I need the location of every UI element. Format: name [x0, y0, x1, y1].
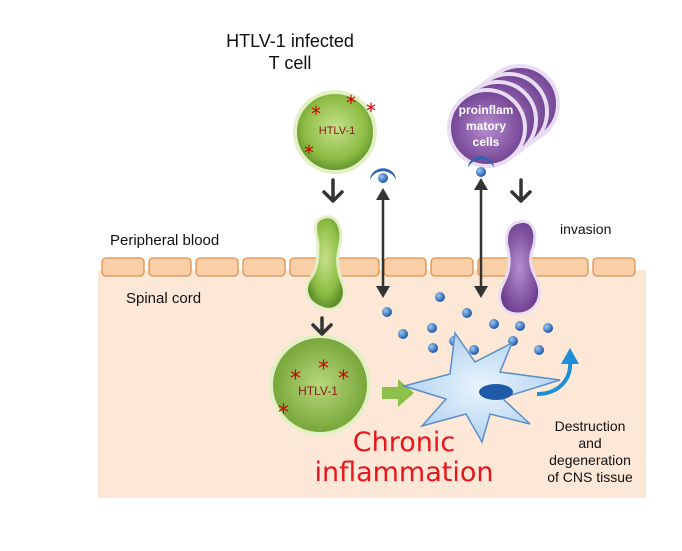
- svg-text:*: *: [318, 357, 329, 382]
- infected-t-cell-title: HTLV-1 infected T cell: [200, 30, 380, 74]
- infected-cell-bottom: HTLV-1 ** **: [269, 334, 371, 436]
- double-headed-arrow-icon: [381, 186, 483, 290]
- destruction-line-4: of CNS tissue: [547, 469, 633, 485]
- infected-title-line-2: T cell: [268, 53, 312, 73]
- transmigrating-infected-cell: [305, 215, 346, 311]
- htlv-label-bottom: HTLV-1: [298, 384, 338, 398]
- endothelium-layer: [101, 257, 636, 277]
- svg-text:*: *: [311, 102, 321, 126]
- invading-inflammatory-cell: [498, 219, 542, 316]
- asterisk-icon: ** **: [278, 357, 349, 426]
- destruction-line-1: Destruction: [554, 418, 626, 434]
- infected-title-line-1: HTLV-1 infected: [226, 31, 354, 51]
- destruction-label: Destruction and degeneration of CNS tiss…: [530, 418, 650, 486]
- spinal-cord-label: Spinal cord: [126, 290, 202, 307]
- asterisk-icon: * * * *: [304, 91, 376, 165]
- proinflammatory-cells: proinflam matory cells: [447, 64, 560, 168]
- htlv-label-top: HTLV-1: [319, 125, 355, 137]
- proinflammatory-label-3: cells: [473, 135, 500, 149]
- chronic-line-2: inflammation: [314, 457, 494, 488]
- receptor-icon: [370, 156, 494, 183]
- infected-t-cell-top: HTLV-1 * * * *: [293, 90, 377, 174]
- peripheral-blood-label: Peripheral blood: [110, 232, 220, 249]
- destruction-line-2: and: [578, 435, 602, 451]
- svg-text:*: *: [366, 99, 376, 123]
- svg-text:*: *: [278, 401, 289, 426]
- spinal-cord-region: [98, 270, 646, 498]
- proinflammatory-label-2: matory: [466, 119, 506, 133]
- invasion-label: invasion: [560, 221, 612, 237]
- chronic-line-1: Chronic: [352, 427, 456, 458]
- svg-text:*: *: [338, 367, 349, 392]
- chronic-inflammation-label: Chronic inflammation: [304, 428, 504, 488]
- proinflammatory-label-1: proinflam: [459, 103, 514, 117]
- cns-tissue-cell: [401, 330, 561, 444]
- destruction-line-3: degeneration: [549, 452, 631, 468]
- curved-arrow-icon: [536, 348, 579, 396]
- svg-text:*: *: [346, 91, 356, 115]
- svg-text:*: *: [304, 141, 314, 165]
- down-arrow-icon: [311, 178, 532, 336]
- svg-text:*: *: [290, 367, 301, 392]
